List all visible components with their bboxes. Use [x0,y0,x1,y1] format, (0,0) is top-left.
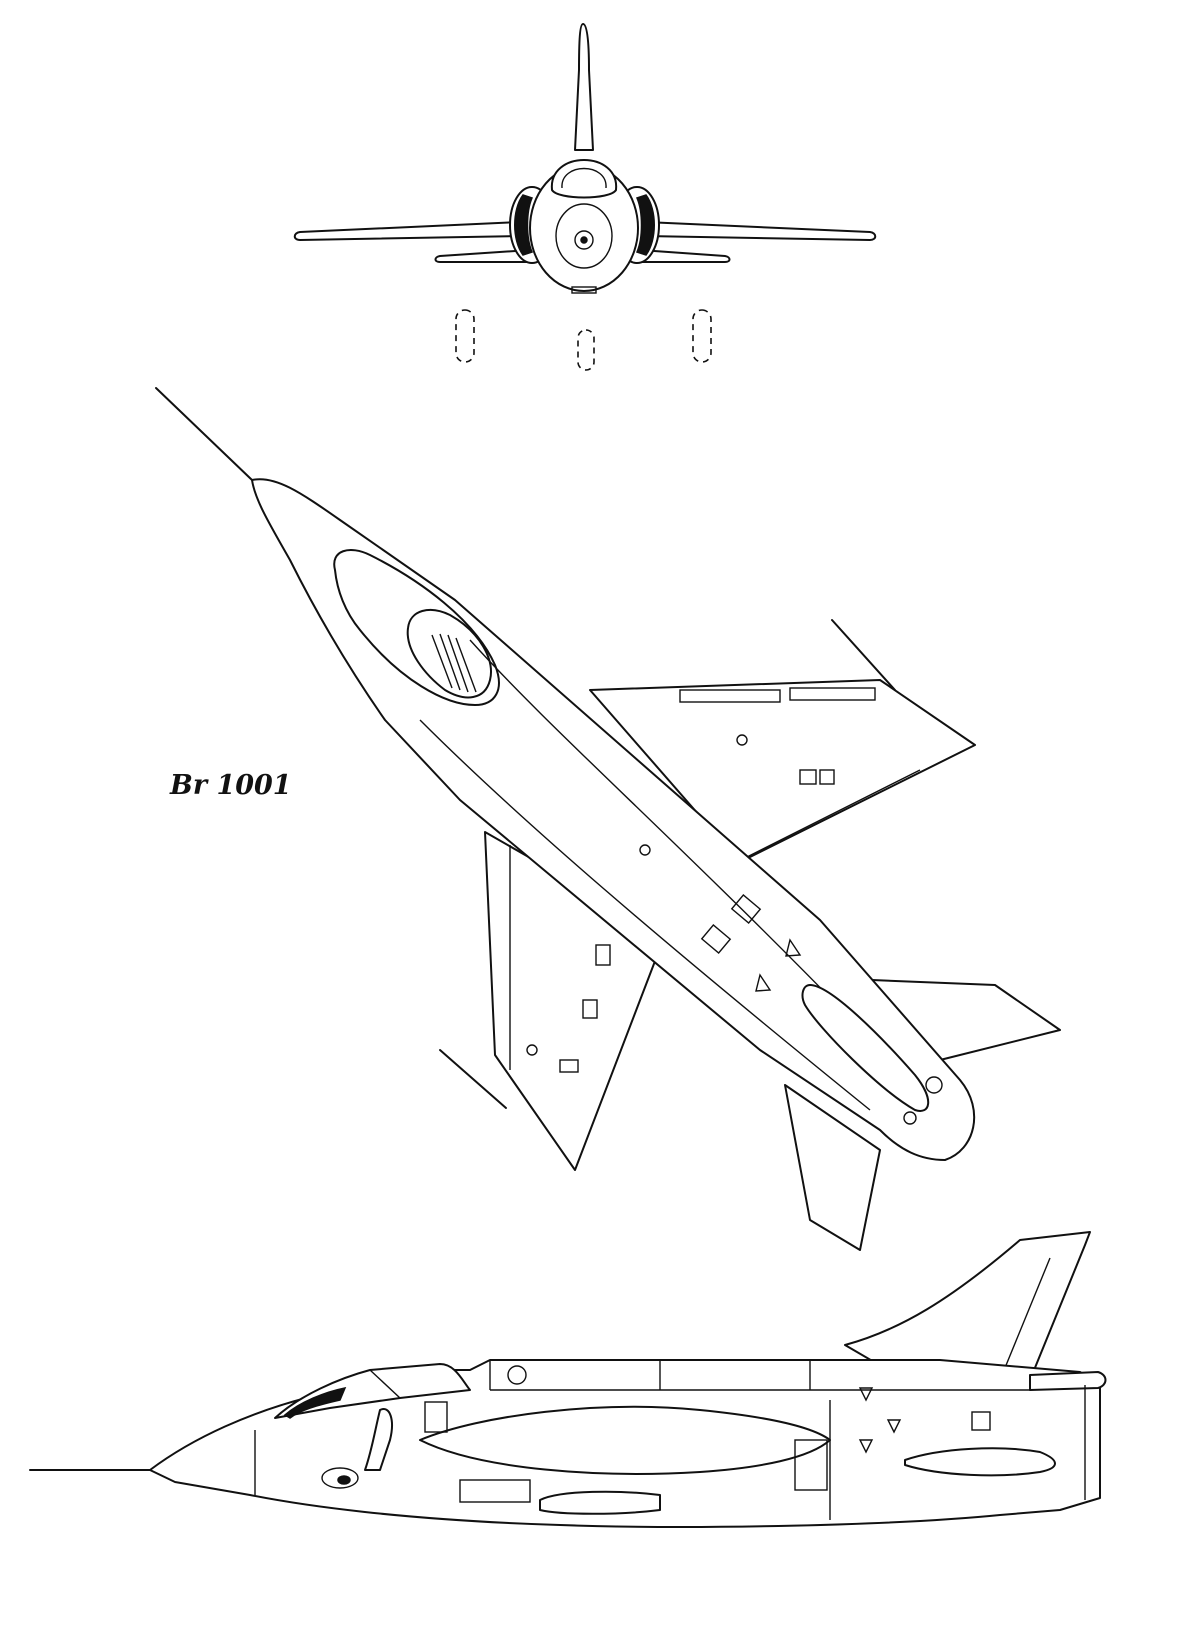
plan-view-nose-probe [155,387,253,481]
plan-view-engine-fairing [801,984,930,1112]
plan-view-lower-tailplane [784,1084,881,1251]
front-view-right-intake-shadow [635,194,655,256]
front-view-right-gear [692,309,712,363]
front-view-nose-ring [555,203,613,269]
aircraft-designation-label: Br 1001 [170,770,292,801]
plan-view-upper-wing-panel [799,769,817,785]
front-view-left-intake-shadow [514,194,534,256]
front-view-left-tailplane [434,249,531,263]
front-view-belly-fairing [571,286,597,294]
plan-view-upper-wing-flap-line [744,769,921,859]
plan-view-upper-wing-panel [819,769,835,785]
side-view-windscreen [283,1386,347,1419]
side-view-intake [364,1408,393,1471]
front-view [293,23,877,371]
front-view-left-gear [455,309,475,363]
plan-view-canopy-hatching [431,633,477,693]
side-view-hatch [459,1479,531,1503]
front-view-nose-gear [577,329,595,371]
front-view-canopy-frame [561,167,607,189]
plan-view-fuselage-panel [730,894,762,924]
plan-view-exhaust-port [925,1076,943,1094]
front-view-canopy [550,159,618,199]
plan-view-lower-wing-panel [559,1059,579,1073]
plan-view-upper-pitot [831,619,896,691]
front-view-nose-hub [574,230,594,250]
plan-view-marker [755,973,772,992]
front-view-right-tailplane [639,249,731,263]
side-view-marker [858,1387,874,1402]
side-view-hatch [794,1439,828,1491]
front-view-nose-tip [580,236,588,244]
side-view-fin-pod [1029,1371,1107,1391]
front-view-fin [574,23,594,151]
front-view-left-wing [293,221,521,241]
side-view-canopy-frame [369,1369,401,1399]
side-view [29,1231,1107,1528]
side-view-gear-door-detail [337,1475,351,1485]
plan-view-marker [785,938,802,957]
plan-view-lower-wing-panel [595,944,611,966]
plan-view-upper-wing [589,679,976,863]
plan-view-exhaust-port [903,1111,917,1125]
plan-view-upper-wing-panel [679,689,781,703]
side-view-ventral-pod [539,1490,661,1515]
plan-view-lower-wing-panel [582,999,598,1019]
side-view-fin [844,1231,1091,1381]
side-view-hatch [424,1401,448,1433]
side-view-rear-pod [904,1447,1056,1477]
side-view-rudder-line [999,1257,1051,1381]
plan-view-upper-wing-panel [789,687,876,701]
side-view-marker [858,1439,874,1454]
plan-view [155,387,1061,1251]
plan-view-fuselage-panel [700,924,732,954]
plan-view-lower-pitot [439,1049,507,1109]
plan-view-fuselage-port [639,844,651,856]
front-view-right-wing [644,221,877,241]
plan-view-lower-wing-port [526,1044,538,1056]
side-view-gear-door [321,1467,359,1489]
side-view-marker [886,1419,902,1434]
side-view-port [507,1365,527,1385]
plan-view-side-line [419,719,871,1111]
plan-view-upper-wing-port [736,734,748,746]
side-view-hatch [971,1411,991,1431]
